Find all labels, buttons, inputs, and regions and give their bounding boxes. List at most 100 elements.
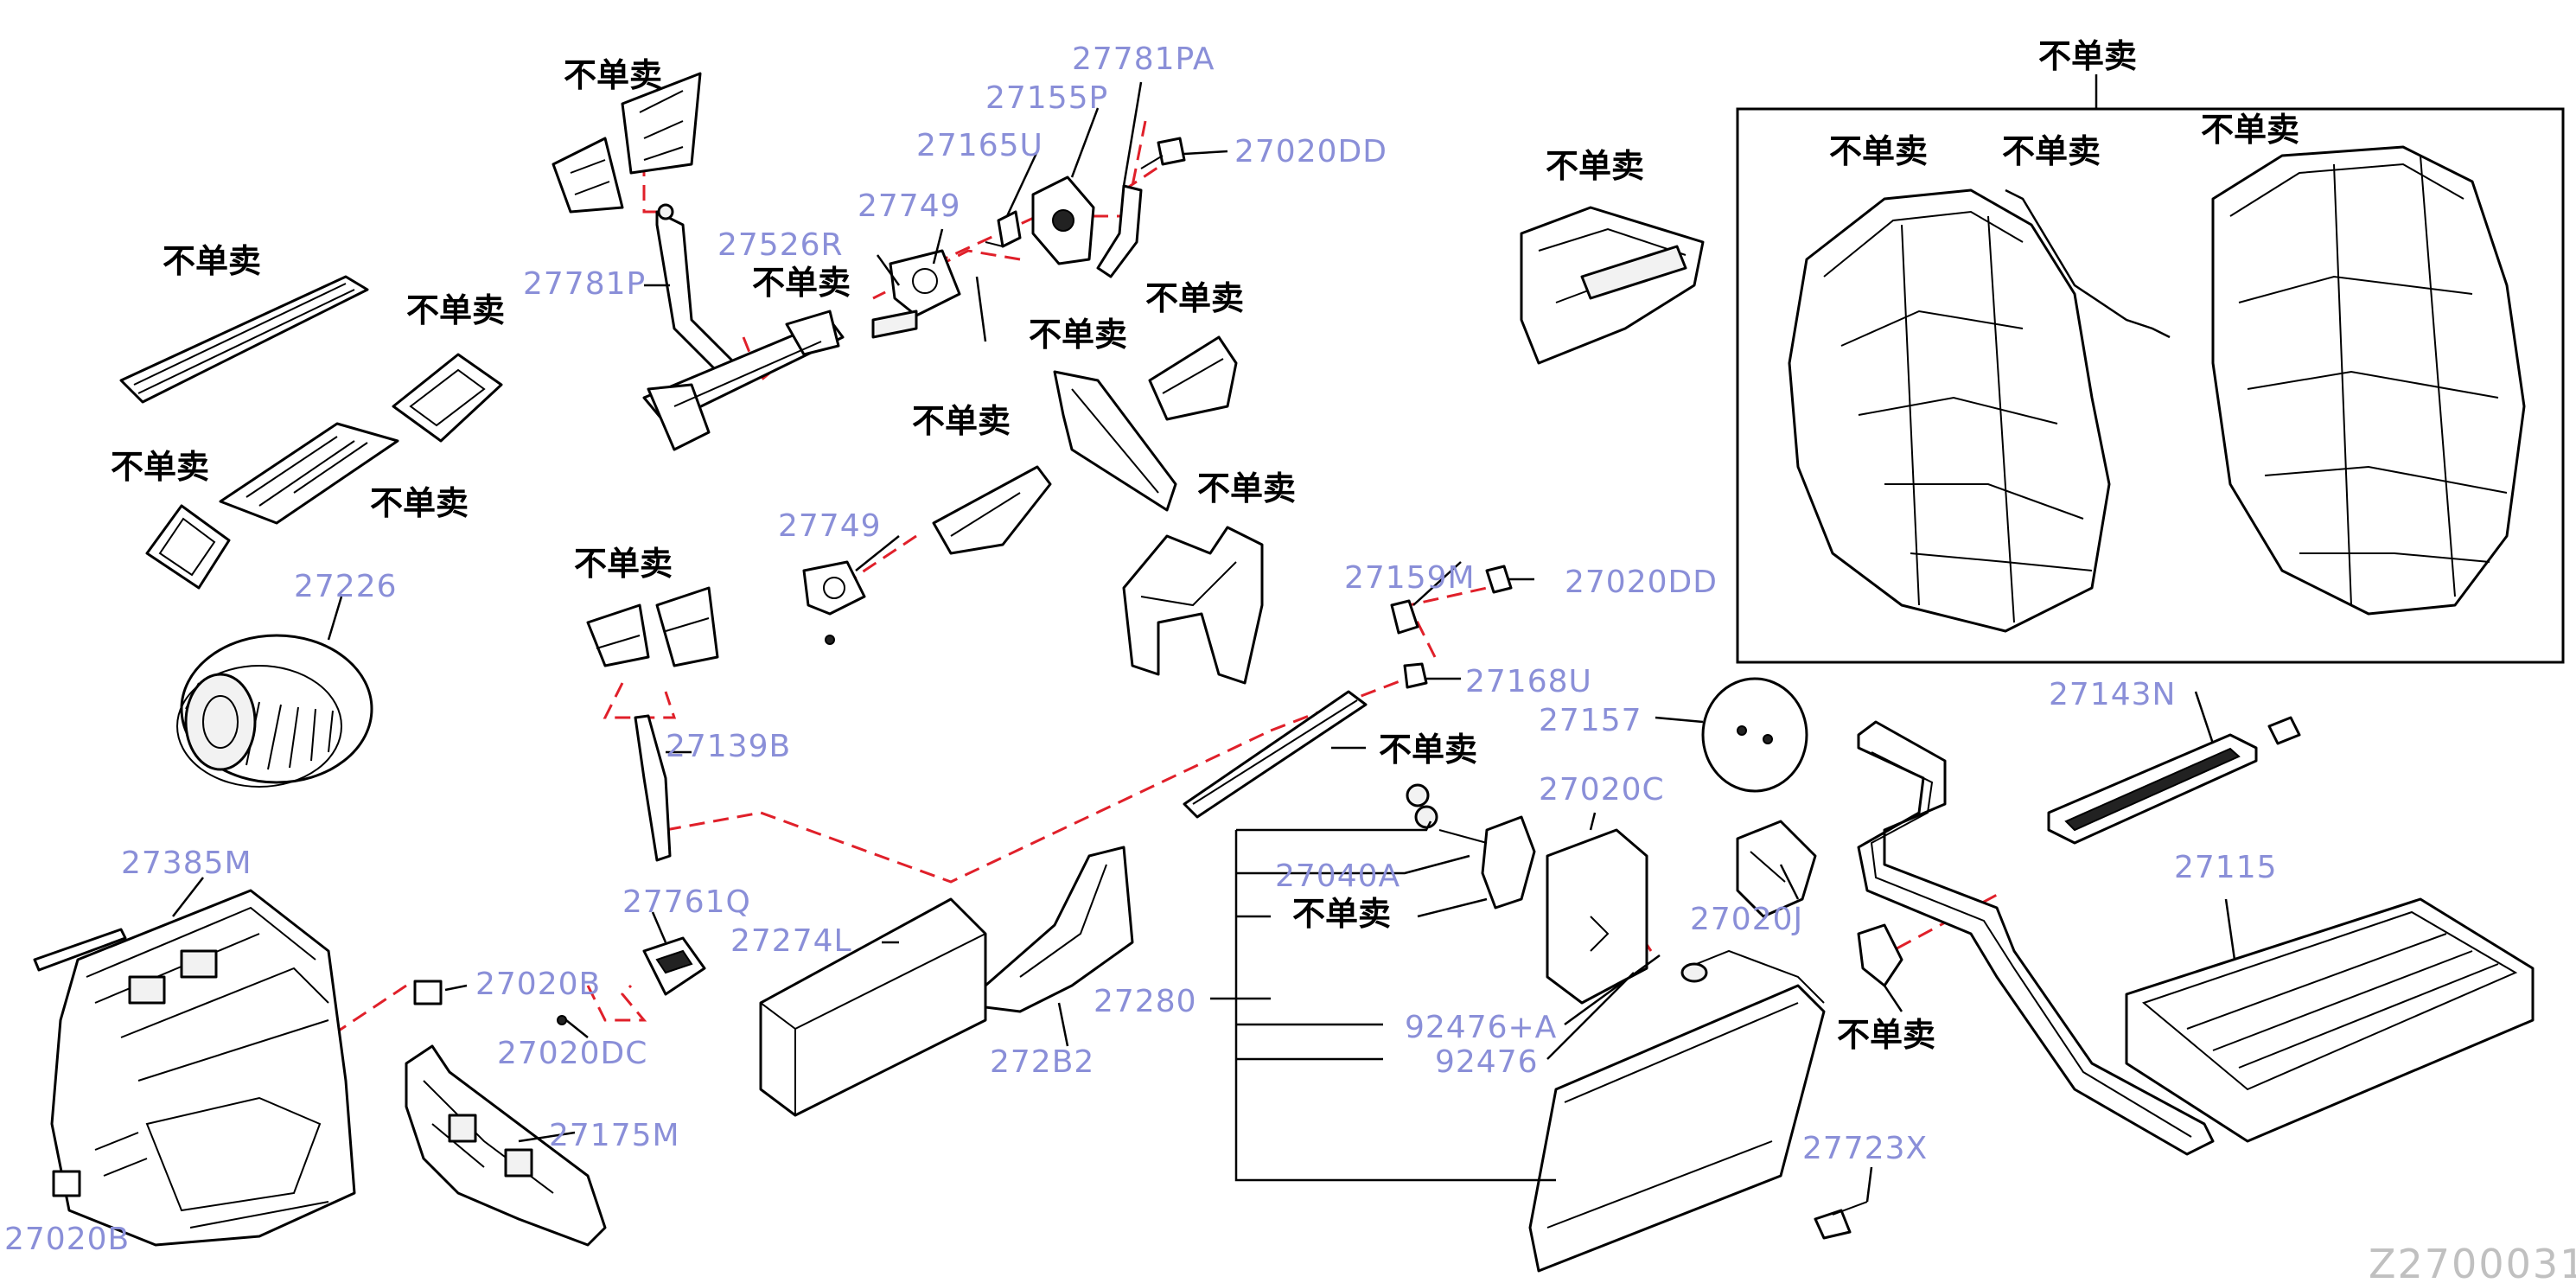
label-27781P: 27781P <box>523 266 646 302</box>
label-27781PA: 27781PA <box>1072 41 1215 77</box>
leader-lines <box>172 81 2236 1203</box>
screw-27020DD-mid <box>1485 565 1513 594</box>
air-duct-272B2 <box>984 846 1134 1013</box>
label-27040A: 27040A <box>1275 859 1400 894</box>
label-27020J: 27020J <box>1690 902 1803 937</box>
not-sold-label: 不单卖 <box>1379 731 1477 769</box>
not-sold-label: 不单卖 <box>574 545 673 583</box>
duct-center <box>1122 526 1264 685</box>
label-27020DC: 27020DC <box>497 1036 647 1071</box>
label-27168U: 27168U <box>1465 664 1592 699</box>
label-27020B-left: 27020B <box>4 1222 130 1257</box>
not-sold-label: 不单卖 <box>1829 132 1928 170</box>
door-rod-center <box>1183 690 1368 819</box>
not-sold-labels: 不单卖 不单卖 不单卖 不单卖 不单卖 不单卖 不单卖 不单卖 不单卖 不单卖 … <box>111 37 2299 1054</box>
label-27143N: 27143N <box>2049 677 2176 712</box>
not-sold-label: 不单卖 <box>1029 316 1127 354</box>
not-sold-label: 不单卖 <box>406 291 505 329</box>
filter-frame-small-lower <box>145 504 231 590</box>
heater-core <box>2125 897 2535 1143</box>
label-27723X: 27723X <box>1802 1131 1928 1166</box>
not-sold-label: 不单卖 <box>1197 469 1296 507</box>
label-27226: 27226 <box>294 569 398 604</box>
not-sold-label: 不单卖 <box>912 402 1011 440</box>
door-frame-middle <box>1053 370 1177 512</box>
part-27157-disc <box>1701 677 1808 793</box>
not-sold-label: 不单卖 <box>2038 37 2137 75</box>
diagram-code: Z2700031 <box>2369 1241 2576 1283</box>
label-27280: 27280 <box>1094 984 1197 1019</box>
label-27139B: 27139B <box>666 729 791 764</box>
doors-pair <box>586 586 719 667</box>
blower-fan <box>176 634 373 788</box>
clip-27020B-right <box>413 980 443 1005</box>
link-27781PA <box>1096 184 1143 278</box>
label-27385M: 27385M <box>121 846 252 881</box>
part-27168U <box>1403 662 1428 689</box>
label-272B2: 272B2 <box>990 1044 1094 1080</box>
intake-housing <box>50 889 356 1247</box>
label-27020DD-top: 27020DD <box>1234 134 1387 169</box>
not-sold-label: 不单卖 <box>1145 279 1244 317</box>
lever-27165U <box>985 210 1022 248</box>
filter-frame-long <box>119 275 369 404</box>
not-sold-label: 不单卖 <box>752 264 851 302</box>
label-27749-top: 27749 <box>858 188 961 224</box>
expansion-valve <box>1406 783 1536 910</box>
hvac-case-right <box>2211 145 2526 616</box>
seal-strip <box>33 928 127 972</box>
part-27159M <box>1390 599 1419 635</box>
blower-resistor <box>557 936 706 1025</box>
evaporator-core <box>1528 949 1826 1273</box>
door-lower-mid <box>932 465 1052 555</box>
heater-pipe-clip <box>1857 923 1903 987</box>
actuator-27155P <box>1031 176 1095 265</box>
not-sold-label: 不单卖 <box>370 484 469 522</box>
label-27761Q: 27761Q <box>622 884 751 920</box>
thermistor-27723X <box>1814 1201 1868 1240</box>
door-shaft-assembly <box>642 310 845 451</box>
foam-pad-27020C <box>1546 828 1648 1005</box>
mode-doors-top <box>552 72 702 214</box>
not-sold-label: 不单卖 <box>2002 132 2101 170</box>
air-duct-27175M <box>405 1044 607 1247</box>
not-sold-label: 不单卖 <box>1546 147 1644 185</box>
label-27159M: 27159M <box>1344 560 1476 596</box>
label-92476A: 92476+A <box>1405 1010 1557 1045</box>
label-27115: 27115 <box>2174 850 2278 885</box>
label-27020C: 27020C <box>1539 772 1665 807</box>
hvac-unit-box <box>1736 107 2565 664</box>
label-27157: 27157 <box>1539 703 1642 738</box>
label-27274L: 27274L <box>730 923 852 959</box>
filter-frame-small <box>392 353 503 443</box>
actuator-top <box>871 249 961 339</box>
not-sold-label: 不单卖 <box>2201 111 2299 149</box>
heater-pipes <box>1857 720 2215 1156</box>
drain-tube <box>2005 188 2171 339</box>
label-27155P: 27155P <box>985 80 1108 116</box>
vent-duct-upper <box>1520 206 1705 365</box>
cabin-air-filter <box>759 897 987 1117</box>
label-27020DD-mid: 27020DD <box>1565 565 1718 600</box>
assembly-dashed-lines <box>86 112 1998 1169</box>
label-92476: 92476 <box>1435 1044 1539 1080</box>
label-27020B-right: 27020B <box>475 967 601 1002</box>
label-27526R: 27526R <box>717 227 844 263</box>
door-link-27139B <box>634 714 672 862</box>
part-number-labels: 27781PA 27155P 27165U 27020DD 27749 2752… <box>4 41 2278 1257</box>
door-right-middle <box>1148 335 1238 421</box>
label-27175M: 27175M <box>549 1118 680 1153</box>
not-sold-label: 不单卖 <box>163 242 261 280</box>
not-sold-label: 不单卖 <box>111 448 209 486</box>
screw-27020DD-top <box>1140 137 1186 169</box>
actuator-mid <box>802 560 866 645</box>
clip-27020B-left <box>52 1170 81 1197</box>
filter-element <box>219 422 399 525</box>
not-sold-label: 不单卖 <box>1292 895 1391 933</box>
not-sold-label: 不单卖 <box>564 56 662 94</box>
label-27749-mid: 27749 <box>778 508 882 544</box>
label-27165U: 27165U <box>916 128 1043 163</box>
ptc-heater-27143N <box>2047 716 2301 845</box>
not-sold-label: 不单卖 <box>1837 1016 1935 1054</box>
